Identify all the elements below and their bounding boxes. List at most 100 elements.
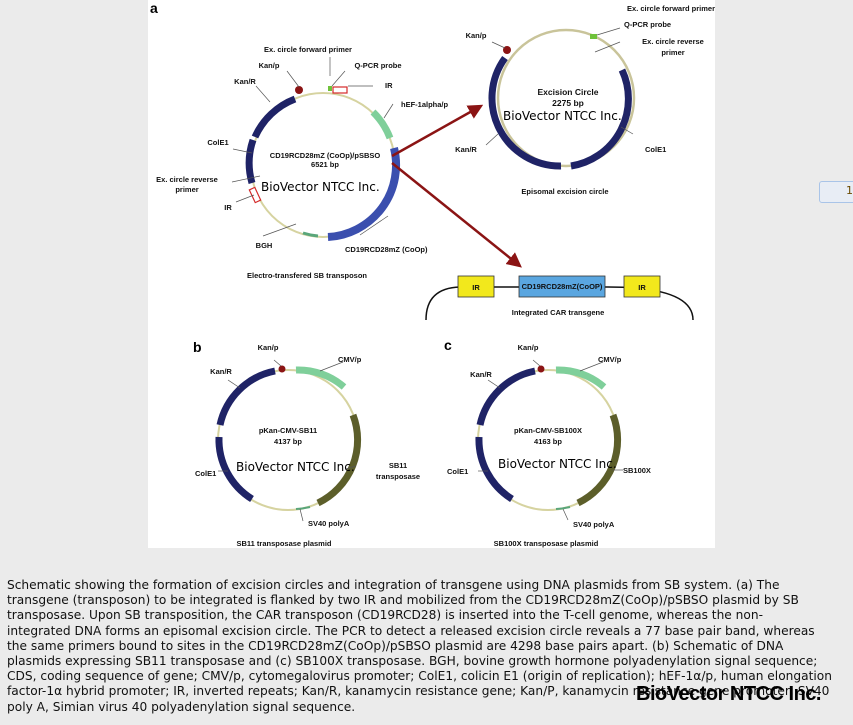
arrow-to-integrated — [391, 162, 522, 268]
caption-line: plasmids expressing SB11 transposase and… — [7, 654, 818, 669]
caption-line: the same primers bound to sites in the C… — [7, 638, 784, 653]
car-label: CD19RCD28mZ(CoOP) — [522, 282, 603, 291]
plasmid-name: Excision Circle — [538, 87, 599, 97]
car-box — [518, 275, 606, 298]
label-ex-reverse-primer-1: Ex. circle reverse — [642, 37, 704, 46]
ir-left-box — [457, 275, 495, 298]
label-kan-p: Kan/p — [518, 343, 539, 352]
caption-line: CDS, coding sequence of gene; CMV/p, cyt… — [7, 669, 832, 684]
watermark: BioVector NTCC Inc. — [503, 109, 622, 123]
kan-p-marker — [503, 46, 511, 54]
transposon-plasmid-map: Ex. circle forward primer Kan/p Q-PCR pr… — [156, 45, 448, 280]
label-ex-reverse-primer-2: primer — [661, 48, 684, 57]
label-cole1: ColE1 — [447, 467, 468, 476]
ir-left-box — [248, 186, 262, 204]
genome-line — [425, 286, 694, 321]
label-kan-r: Kan/R — [234, 77, 256, 86]
caption-line: poly A, Simian virus 40 polyadenylation … — [7, 699, 356, 714]
ir-right-box — [623, 275, 661, 298]
panel-c-caption: SB100X transposase plasmid — [494, 539, 599, 548]
label-ex-reverse-primer-2: primer — [175, 185, 198, 194]
label-cmv-promoter: CMV/p — [598, 355, 622, 364]
caption-line: Schematic showing the formation of excis… — [7, 578, 780, 592]
cole1-segment — [215, 436, 254, 502]
kan-r-segment — [476, 367, 536, 426]
caption-line: transposase. Upon SB transposition, the … — [7, 608, 763, 623]
watermark: BioVector NTCC Inc. — [261, 180, 380, 194]
kan-r-segment — [488, 55, 562, 170]
qpcr-probe-marker — [328, 86, 332, 91]
label-ex-forward-primer: Ex. circle forward primer — [627, 4, 715, 13]
plasmid-size: 2275 bp — [552, 98, 584, 108]
watermark: BioVector NTCC Inc. — [236, 460, 355, 474]
caption-line: factor-1α hybrid promoter; IR, inverted … — [7, 684, 830, 699]
panel-letter-b: b — [193, 339, 202, 355]
arrow-to-excision-circle — [391, 104, 484, 158]
label-sb100x: SB100X — [623, 466, 651, 475]
integrated-caption: Integrated CAR transgene — [512, 308, 605, 317]
excision-caption: Episomal excision circle — [521, 187, 608, 196]
ir-right-label: IR — [638, 283, 646, 292]
bgh-segment — [302, 231, 319, 238]
cmv-promoter-segment — [295, 366, 347, 390]
panel-letter-c: c — [444, 337, 452, 353]
kan-p-marker — [295, 86, 303, 94]
label-kan-p: Kan/p — [466, 31, 487, 40]
caption-line: integrated DNA forms an episomal excisio… — [7, 623, 815, 638]
label-hef-promoter: hEF-1alpha/p — [401, 100, 449, 109]
figure-caption: Schematic showing the formation of excis… — [7, 578, 853, 715]
side-scroll-button[interactable]: 1 — [819, 181, 853, 203]
sb100x-transposase-segment — [576, 413, 622, 507]
plasmid-size: 4163 bp — [534, 437, 562, 446]
ir-left-label: IR — [472, 283, 480, 292]
cole1-segment — [245, 138, 257, 184]
label-ir-top: IR — [385, 81, 393, 90]
label-ir-left: IR — [224, 203, 232, 212]
ir-top-box — [332, 86, 348, 94]
transposon-caption: Electro-transfered SB transposon — [247, 271, 367, 280]
caption-line: transgene (transposon) to be integrated … — [7, 593, 799, 608]
label-ex-forward-primer: Ex. circle forward primer — [264, 45, 352, 54]
cmv-promoter-segment — [555, 366, 607, 390]
plasmid-name: pKan-CMV-SB100X — [514, 426, 582, 435]
panel-letter-a: a — [150, 0, 158, 16]
kan-p-marker — [537, 365, 545, 373]
plasmid-size: 4137 bp — [274, 437, 302, 446]
label-cole1: ColE1 — [207, 138, 228, 147]
label-cole1: ColE1 — [195, 469, 216, 478]
label-cole1: ColE1 — [645, 145, 666, 154]
plasmid-name: CD19RCD28mZ (CoOp)/pSBSO — [270, 151, 381, 160]
label-kan-p: Kan/p — [259, 61, 280, 70]
side-button-glyph: 1 — [846, 184, 853, 197]
label-bgh: BGH — [256, 241, 273, 250]
figure-image: a — [148, 0, 715, 548]
label-cd19-car: CD19RCD28mZ (CoOp) — [345, 245, 428, 254]
label-sv40: SV40 polyA — [573, 520, 615, 529]
kan-r-segment — [216, 367, 276, 426]
plasmid-name: pKan-CMV-SB11 — [259, 426, 317, 435]
cd19-car-segment — [327, 147, 400, 241]
plasmid-backbone — [496, 28, 636, 168]
label-sv40: SV40 polyA — [308, 519, 350, 528]
caption-watermark: BioVector NTCC Inc. — [636, 683, 821, 705]
plasmid-size: 6521 bp — [311, 160, 339, 169]
label-kan-r: Kan/R — [470, 370, 492, 379]
sv40-segment — [555, 506, 571, 510]
label-qpcr-probe: Q-PCR probe — [354, 61, 401, 70]
cole1-segment — [475, 436, 514, 502]
panel-b-sb11-plasmid: b Kan/p CMV/p Kan/R ColE1 SB11 transposa… — [193, 339, 420, 548]
kan-r-segment — [251, 95, 297, 139]
panel-c-sb100x-plasmid: c Kan/p CMV/p Kan/R ColE1 SB100X SV40 po… — [444, 337, 651, 548]
label-qpcr-probe: Q-PCR probe — [624, 20, 671, 29]
sv40-segment — [295, 506, 311, 510]
label-sb11-1: SB11 — [389, 461, 407, 470]
label-ex-reverse-primer-1: Ex. circle reverse — [156, 175, 218, 184]
cole1-segment — [570, 68, 632, 170]
label-kan-r: Kan/R — [210, 367, 232, 376]
label-kan-r: Kan/R — [455, 145, 477, 154]
kan-p-marker — [278, 365, 286, 373]
panel-b-caption: SB11 transposase plasmid — [236, 539, 331, 548]
label-cmv-promoter: CMV/p — [338, 355, 362, 364]
sb11-transposase-segment — [316, 413, 362, 507]
integrated-transgene: IR CD19RCD28mZ(CoOP) IR Integrated CAR t… — [425, 275, 694, 321]
